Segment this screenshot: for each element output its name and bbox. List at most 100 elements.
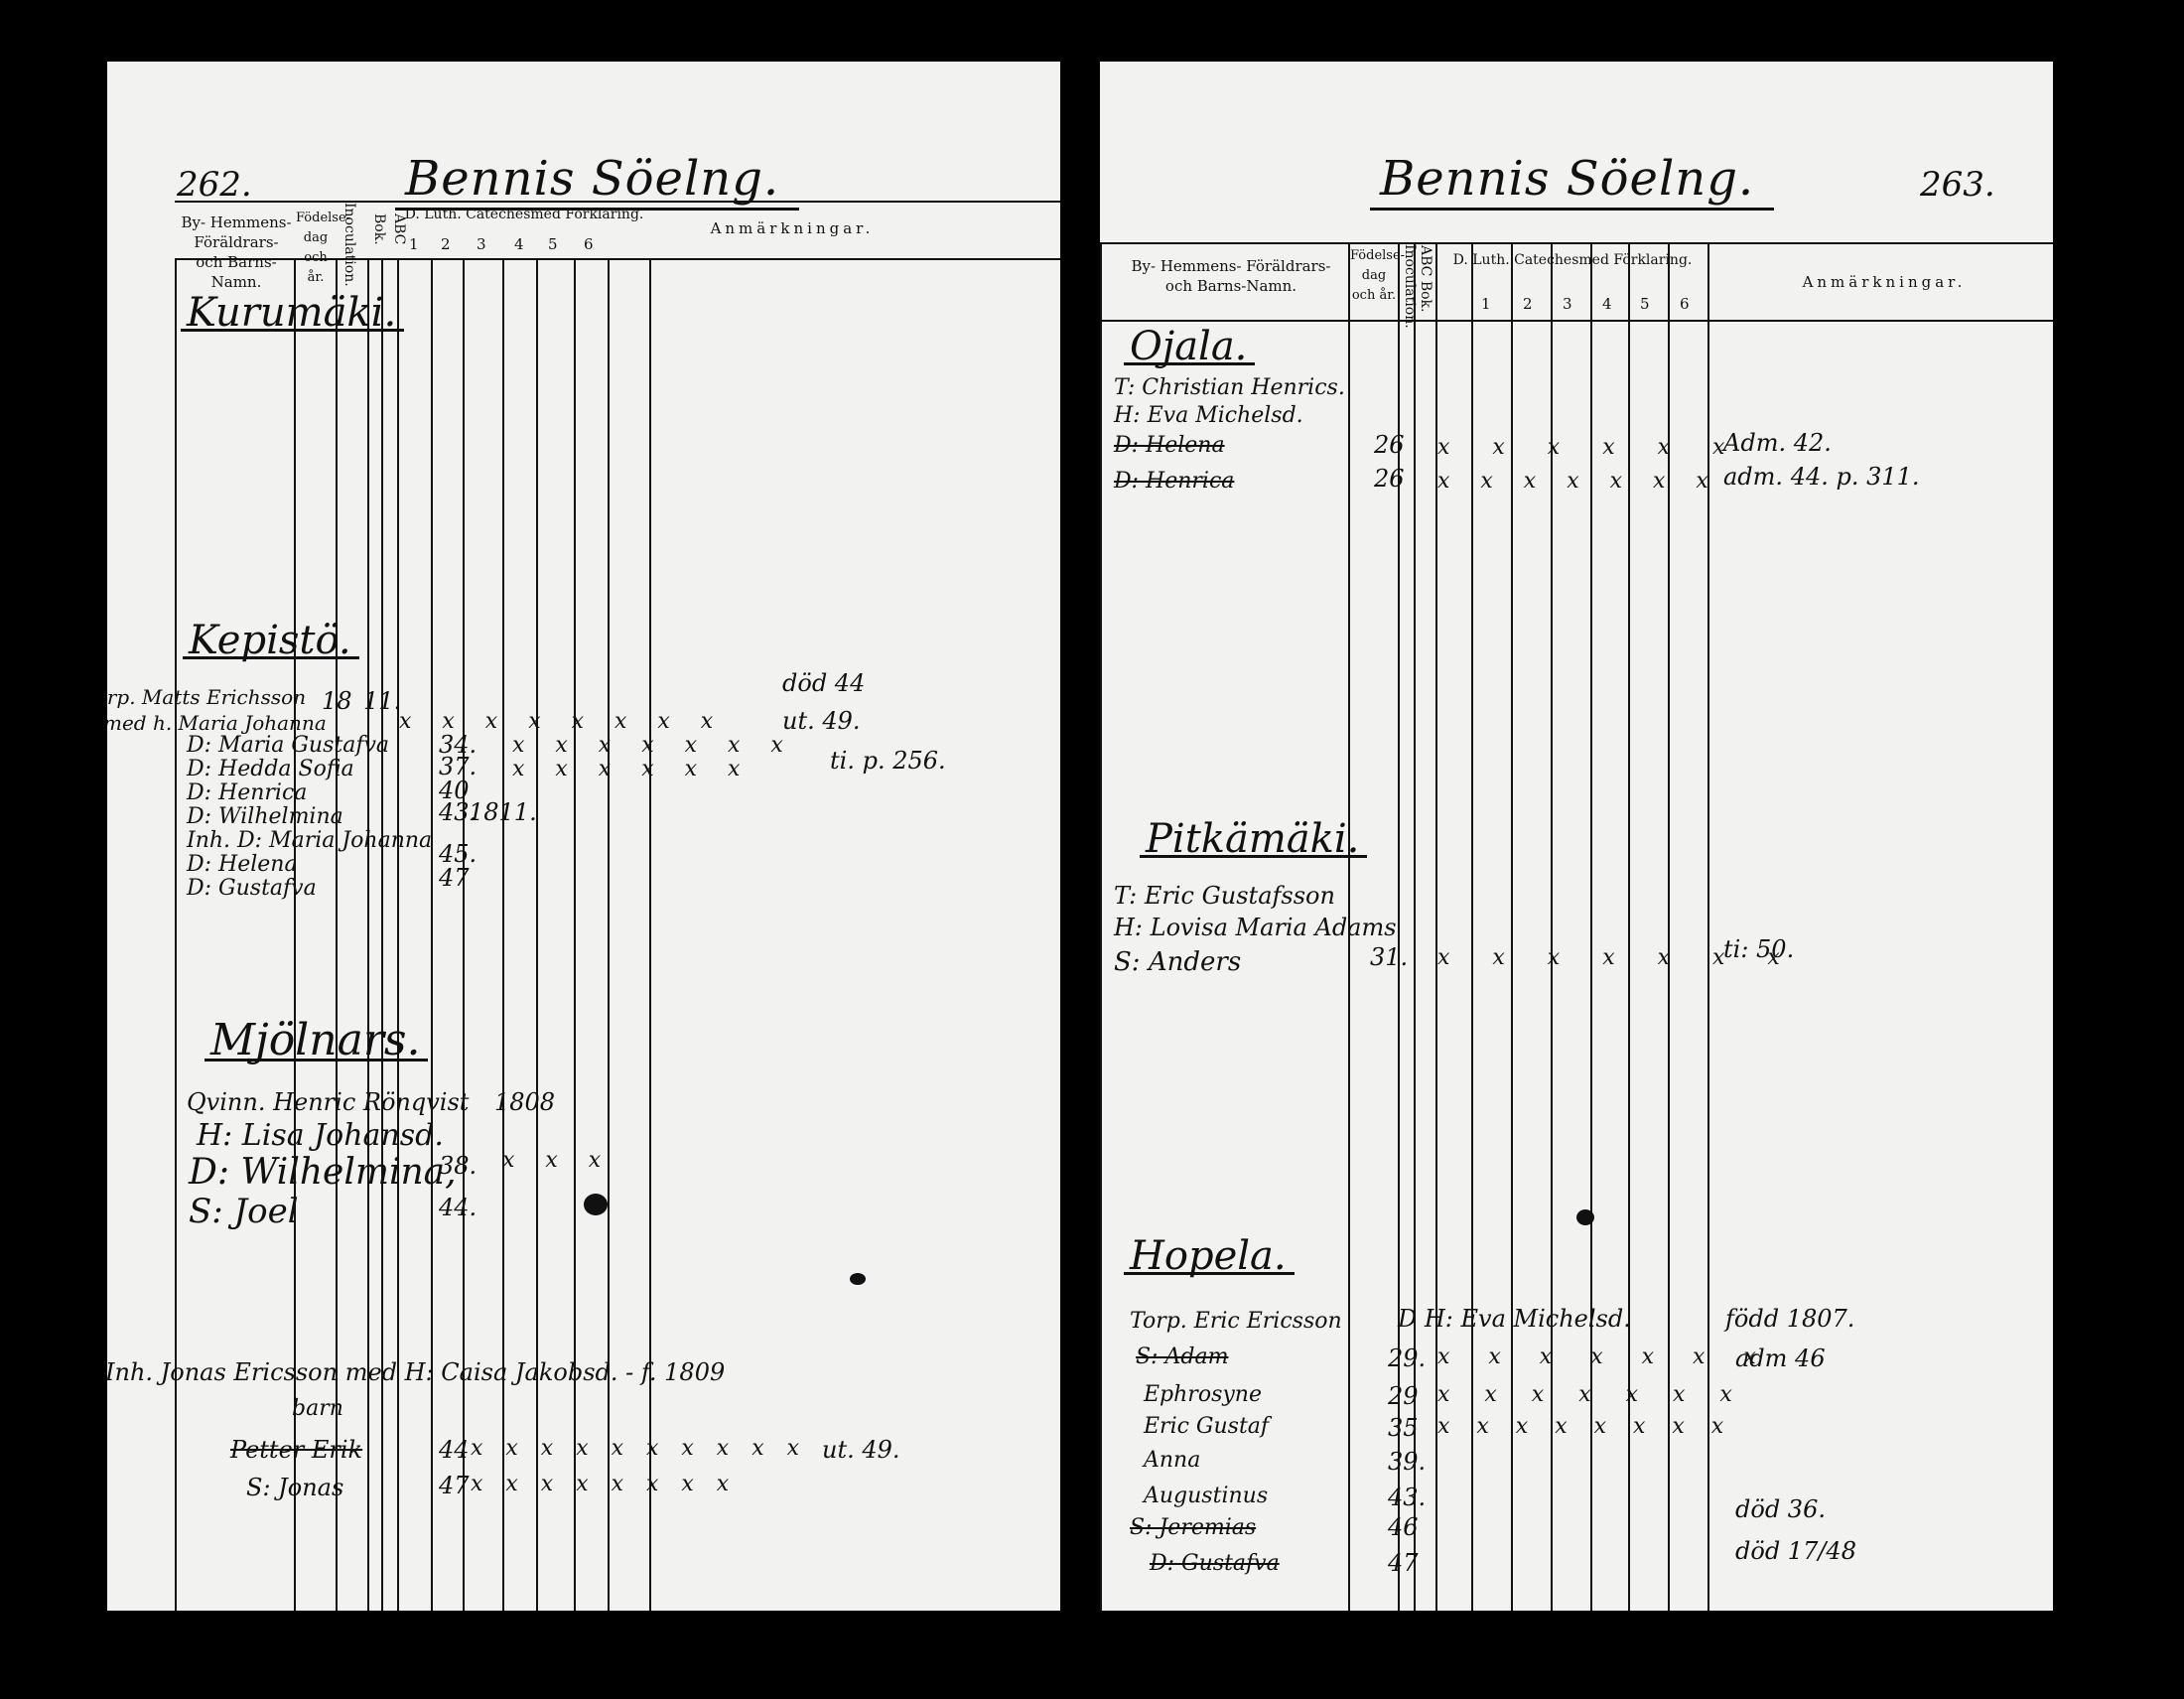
header-col-5: 5 — [1640, 295, 1650, 313]
birth-year: 31. — [1370, 943, 1409, 971]
catechism-marks: x x x x x x — [512, 757, 752, 781]
person-name: Augustinus — [1144, 1484, 1269, 1508]
catechism-marks: x x x x x x x — [512, 733, 795, 758]
inoculation-year: 1808 — [494, 1088, 556, 1116]
ink-blot — [584, 1194, 608, 1215]
person-name: S: Anders — [1114, 947, 1242, 977]
remark: ti: 50. — [1723, 935, 1795, 963]
header-inoculation: Inoculation. — [1402, 244, 1418, 329]
person-name: Eric Gustaf — [1144, 1414, 1270, 1439]
right-page: Bennis Söelng. 263. By- Hemmens- Föräldr… — [1100, 62, 2053, 1611]
birth-year: 35 — [1388, 1414, 1419, 1442]
person-name: H: Eva Michelsd. — [1114, 403, 1303, 428]
header-col-5: 5 — [548, 235, 558, 253]
birth-year: 29. — [1388, 1345, 1427, 1372]
birth-year: 43. — [439, 798, 478, 826]
person-name: D: Hedda Sofia — [187, 757, 354, 781]
header-abc: ABC Bok. — [1418, 245, 1433, 313]
header-col-2: 2 — [441, 235, 451, 253]
catechism-marks: x x x x x x x x — [1437, 1414, 1734, 1439]
inoculation-year: 1811. — [469, 798, 537, 826]
left-page: 262. Bennis Söelng. By- Hemmens- Föräldr… — [107, 62, 1060, 1611]
person-name: D: Wilhelmina, — [189, 1152, 457, 1193]
birth-year: 44 — [439, 1436, 470, 1464]
header-names: By- Hemmens- Föräldrars- och Barns-Namn. — [181, 213, 292, 291]
person-name: Qvinn. Henric Rönqvist — [187, 1088, 470, 1116]
header-col-3: 3 — [477, 235, 486, 253]
remark: D H: Eva Michelsd. — [1398, 1305, 1631, 1333]
ink-blot — [1576, 1209, 1594, 1225]
entry-line: barn — [292, 1396, 343, 1421]
birth-year: 29 — [1388, 1382, 1419, 1410]
remark: död 17/48 — [1735, 1537, 1856, 1565]
person-name: S: Adam — [1136, 1345, 1229, 1369]
entry-line: Inh. Jonas Ericsson med H: Caisa Jakobsd… — [107, 1358, 726, 1386]
catechism-marks: x x x x x x x x x x — [471, 1436, 808, 1461]
catechism-marks: x x x x x x x — [1437, 469, 1720, 494]
person-name: S: Jonas — [246, 1474, 344, 1501]
page-title: Bennis Söelng. — [394, 151, 800, 211]
remark: ti. p. 256. — [830, 747, 946, 775]
remark: adm 46 — [1735, 1345, 1826, 1372]
person-name: D: Gustafva — [1150, 1551, 1280, 1576]
place-name: Pitkämäki. — [1139, 816, 1368, 862]
birth-year: 26 — [1374, 431, 1405, 459]
place-name: Mjölnars. — [204, 1015, 429, 1065]
place-name: Kurumäki. — [180, 290, 405, 336]
header-col-4: 4 — [514, 235, 524, 253]
birth-year: 38. — [439, 1152, 478, 1180]
birth-year: 47 — [439, 864, 470, 892]
header-catechism: D. Luth. Catechesmed Förklaring. — [1452, 252, 1693, 268]
catechism-marks: x x x x x x x x — [399, 709, 726, 734]
person-name: Torp. Matts Erichsson — [107, 685, 307, 709]
table-grid: By- Hemmens- Föräldrars- och Barns-Namn.… — [107, 201, 1060, 1611]
birth-year: 47 — [439, 1472, 470, 1499]
catechism-marks: x x x — [502, 1148, 614, 1173]
header-col-1: 1 — [1481, 295, 1491, 313]
header-col-6: 6 — [1680, 295, 1690, 313]
birth-year: 40 — [439, 777, 470, 804]
book-spine — [1070, 62, 1092, 1611]
birth-year: 34. — [439, 731, 478, 759]
catechism-marks: x x x x x x x x — [471, 1472, 738, 1496]
catechism-marks: x x x x x x — [1437, 435, 1743, 460]
person-name: Ephrosyne — [1144, 1382, 1262, 1407]
person-name: T: Eric Gustafsson — [1114, 882, 1335, 910]
inoculation-year: 11. — [363, 687, 402, 715]
header-catechism: D. Luth. Catechesmed Förklaring. — [404, 207, 644, 222]
header-col-2: 2 — [1523, 295, 1533, 313]
header-col-3: 3 — [1563, 295, 1572, 313]
birth-year: 46 — [1388, 1513, 1419, 1541]
header-remarks: Anmärkningar. — [1802, 273, 1967, 291]
birth-year: 43. — [1388, 1484, 1427, 1511]
page-number: 263. — [1920, 165, 1995, 205]
page-number: 262. — [177, 165, 252, 205]
header-col-1: 1 — [409, 235, 419, 253]
person-name: D: Gustafva — [187, 876, 317, 901]
remark: död 44 — [782, 669, 866, 697]
place-name: Kepistö. — [183, 618, 359, 663]
birth-year: 44. — [439, 1194, 478, 1221]
birth-year: 39. — [1388, 1448, 1427, 1476]
person-name: Inh. D: Maria Johanna — [187, 828, 433, 853]
catechism-marks: x x x x x x x — [1437, 1345, 1772, 1369]
person-name: Anna — [1144, 1448, 1201, 1473]
person-name: D: Henrica — [1114, 469, 1235, 494]
person-name: H: Lisa Johansd. — [197, 1118, 444, 1153]
person-name: Petter Erik — [230, 1436, 363, 1464]
person-name: D: Maria Gustafva — [187, 733, 390, 758]
remark: Adm. 42. — [1723, 429, 1832, 457]
header-col-4: 4 — [1602, 295, 1612, 313]
person-name: D: Henrica — [187, 780, 308, 805]
header-col-6: 6 — [584, 235, 594, 253]
birth-year: 26 — [1374, 465, 1405, 493]
person-name: D: Wilhelmina — [187, 804, 343, 829]
place-name: Hopela. — [1124, 1233, 1295, 1279]
person-name: D: Helena — [1114, 433, 1225, 458]
person-name: S: Jeremias — [1130, 1515, 1257, 1540]
person-name: D: Helena — [187, 852, 298, 877]
remark: död 36. — [1735, 1495, 1826, 1523]
birth-year: 18 — [322, 687, 352, 715]
person-name: S: Joel — [189, 1192, 299, 1231]
person-name: H: Lovisa Maria Adams — [1114, 914, 1397, 941]
